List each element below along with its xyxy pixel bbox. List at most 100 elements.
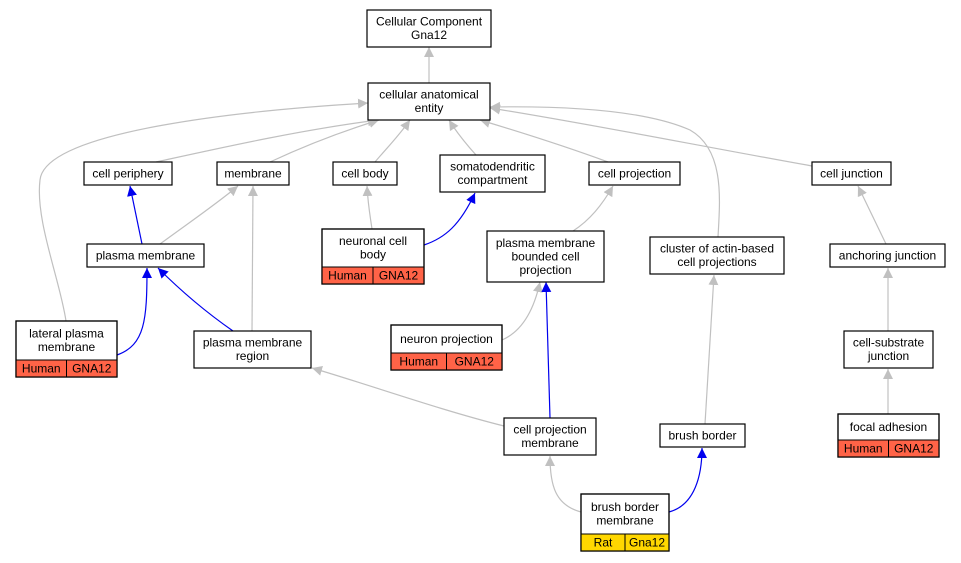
node-label-line: Gna12 [411, 28, 447, 42]
edge-cabcp-to-cae [489, 101, 721, 238]
node-label-line: cellular anatomical [379, 88, 478, 102]
species-tag-label: Human [399, 355, 438, 369]
edge-ncb-to-sdc [423, 192, 476, 246]
node-box [588, 161, 681, 186]
node-label-line: anchoring junction [839, 248, 936, 262]
node-label-line: cell junction [820, 166, 883, 180]
node-label-line: neuronal cell [339, 234, 407, 248]
node-mem[interactable]: membrane [216, 161, 290, 186]
edge-pm-to-mem [159, 185, 239, 245]
node-pm[interactable]: plasma membrane [86, 243, 205, 268]
node-box [486, 230, 605, 283]
node-label-line: membrane [38, 340, 96, 354]
node-box [811, 161, 892, 186]
edge-ncb-to-cb [362, 185, 373, 230]
node-label-line: membrane [596, 514, 654, 528]
node-label-line: cell projections [677, 255, 756, 269]
node-label-line: membrane [224, 166, 282, 180]
node-cproj[interactable]: cell projection [588, 161, 681, 186]
node-box [366, 9, 492, 48]
node-label-line: projection [519, 263, 571, 277]
node-outline [15, 320, 118, 378]
edge-np-to-pmbcp [501, 281, 543, 341]
node-label-line: cell periphery [92, 166, 163, 180]
node-label-line: brush border [591, 500, 659, 514]
edges [38, 47, 893, 513]
node-outline [580, 493, 670, 552]
edge-pmr-to-mem [247, 185, 258, 332]
node-label-line: entity [415, 101, 444, 115]
gene-tag-label: GNA12 [379, 269, 419, 283]
node-label-line: region [236, 349, 269, 363]
node-cp[interactable]: cell periphery [83, 161, 173, 186]
edge-bb-to-cabcp [704, 274, 719, 425]
node-label-line: plasma membrane [496, 236, 596, 250]
node-label-line: somatodendritic [450, 160, 535, 174]
node-cj[interactable]: cell junction [811, 161, 892, 186]
node-label-line: brush border [668, 428, 736, 442]
node-label-line: Cellular Component [376, 15, 483, 29]
gene-tag-label: GNA12 [455, 355, 495, 369]
gene-tag-label: GNA12 [894, 442, 934, 456]
edge-pmr-to-pm [157, 267, 234, 332]
node-box [659, 423, 746, 448]
node-label-line: plasma membrane [203, 336, 303, 350]
node-label-line: neuron projection [400, 332, 493, 346]
node-label-line: plasma membrane [96, 248, 196, 262]
node-bb[interactable]: brush border [659, 423, 746, 448]
node-label-line: cell-substrate [853, 336, 925, 350]
edge-pmbcp-to-cproj [572, 185, 614, 232]
node-outline [837, 413, 940, 458]
edge-sdc-to-cae [448, 119, 477, 156]
edge-cj-to-cae [489, 104, 813, 167]
edge-cpm-to-pmbcp [541, 281, 552, 419]
node-outline [390, 324, 503, 371]
node-box [216, 161, 290, 186]
node-box [649, 236, 785, 275]
node-label-line: cell body [341, 166, 388, 180]
node-label-line: lateral plasma [29, 327, 104, 341]
edge-mem-to-cae [269, 118, 380, 163]
gene-tag-label: GNA12 [72, 362, 112, 376]
edge-pm-to-cp [127, 185, 143, 245]
node-box [503, 417, 597, 456]
node-box [83, 161, 173, 186]
species-tag-label: Human [22, 362, 61, 376]
species-tag-label: Human [328, 269, 367, 283]
node-box [86, 243, 205, 268]
node-label-line: compartment [457, 173, 528, 187]
node-label-line: junction [867, 349, 909, 363]
edge-lpm-to-cae [38, 98, 369, 322]
node-label-line: membrane [521, 436, 579, 450]
node-box [332, 161, 398, 186]
node-label-line: cluster of actin-based [660, 242, 774, 256]
node-aj[interactable]: anchoring junction [829, 243, 946, 268]
node-label-line: focal adhesion [850, 420, 927, 434]
edge-aj-to-cj [857, 185, 887, 245]
node-cb[interactable]: cell body [332, 161, 398, 186]
edge-cproj-to-cae [479, 118, 609, 163]
edge-cb-to-cae [374, 119, 411, 163]
node-label-line: cell projection [513, 423, 586, 437]
species-tag-label: Rat [594, 536, 613, 550]
node-box [843, 330, 934, 369]
edge-bbm-to-bb [668, 447, 707, 513]
gene-tag-label: Gna12 [629, 536, 665, 550]
node-box [439, 154, 546, 193]
node-outline [321, 228, 425, 285]
